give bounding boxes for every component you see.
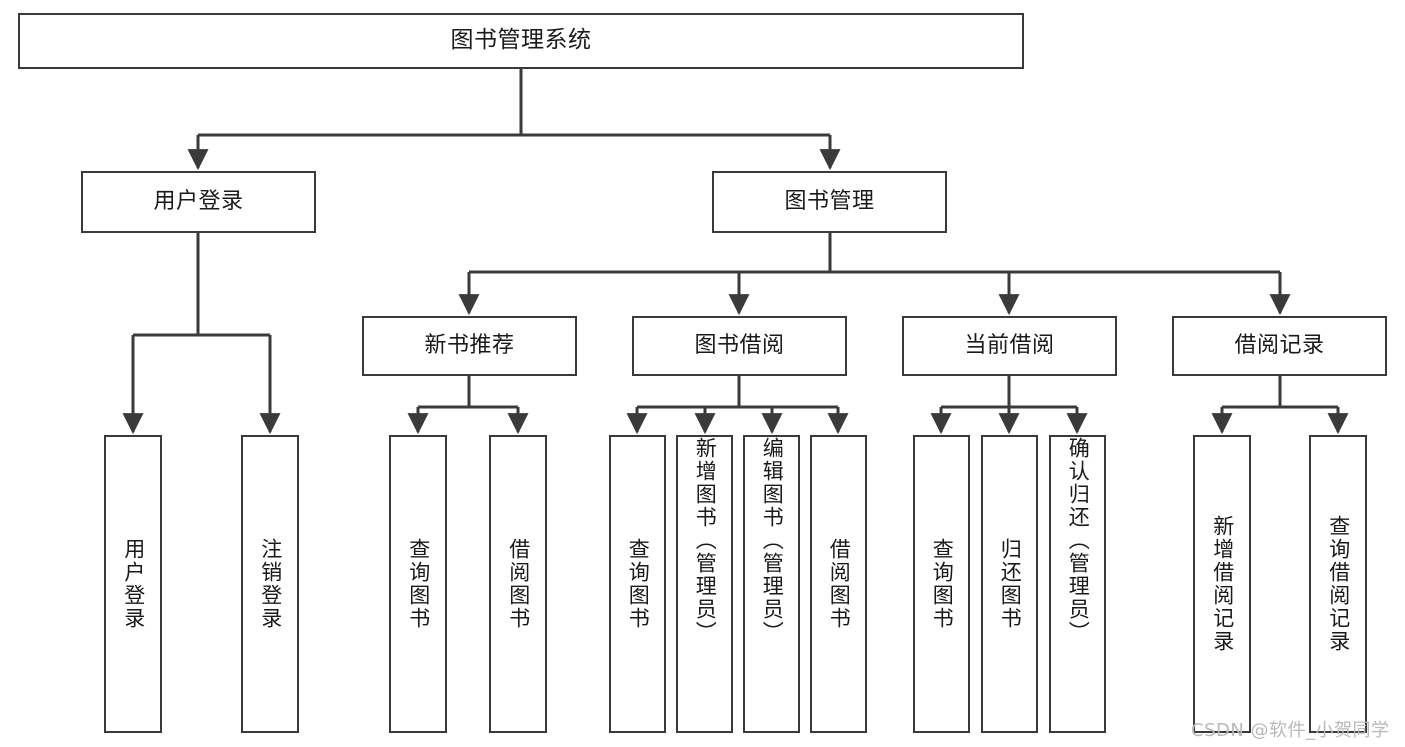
leaf-query-book-current[interactable]: 查询图书 [913,435,970,733]
leaf-user-login[interactable]: 用户登录 [104,435,162,733]
node-label: 查询借阅记录 [1326,515,1351,653]
node-book-management[interactable]: 图书管理 [712,171,947,233]
node-label: 用户登录 [153,189,244,215]
node-label: 查询图书 [930,538,955,630]
leaf-borrow-book[interactable]: 借阅图书 [810,435,867,733]
node-label: 用户登录 [121,538,146,630]
leaf-query-book-recommend[interactable]: 查询图书 [389,435,447,733]
leaf-add-book-admin[interactable]: 新增图书（管理员） [676,435,733,733]
node-label: 归还图书 [998,538,1023,630]
node-label: 新增借阅记录 [1210,515,1235,653]
node-label: 图书管理系统 [450,27,592,54]
leaf-return-book[interactable]: 归还图书 [981,435,1038,733]
node-label: 当前借阅 [964,333,1055,359]
node-label: 编辑图书（管理员） [760,437,785,644]
node-label: 借阅图书 [827,538,852,630]
node-label: 新增图书（管理员） [693,437,718,644]
leaf-query-borrow-record[interactable]: 查询借阅记录 [1309,435,1367,733]
leaf-borrow-book-recommend[interactable]: 借阅图书 [489,435,547,733]
node-book-borrow[interactable]: 图书借阅 [632,316,847,376]
node-borrow-record[interactable]: 借阅记录 [1172,316,1387,376]
node-root-system[interactable]: 图书管理系统 [18,13,1024,69]
node-label: 新书推荐 [424,333,515,359]
csdn-watermark: CSDN @软件_小贺同学 [1191,720,1390,741]
leaf-add-borrow-record[interactable]: 新增借阅记录 [1193,435,1251,733]
node-new-book-recommend[interactable]: 新书推荐 [362,316,577,376]
leaf-confirm-return-admin[interactable]: 确认归还（管理员） [1049,435,1106,733]
node-label: 查询图书 [406,538,431,630]
leaf-query-book-borrow[interactable]: 查询图书 [609,435,666,733]
node-label: 确认归还（管理员） [1066,437,1091,644]
leaf-logout[interactable]: 注销登录 [241,435,299,733]
node-label: 注销登录 [258,538,283,630]
node-label: 借阅图书 [506,538,531,630]
node-user-login[interactable]: 用户登录 [81,171,316,233]
node-label: 借阅记录 [1234,333,1325,359]
node-label: 图书管理 [784,189,875,215]
node-label: 查询图书 [626,538,651,630]
node-label: 图书借阅 [694,333,785,359]
leaf-edit-book-admin[interactable]: 编辑图书（管理员） [743,435,800,733]
node-current-borrow[interactable]: 当前借阅 [902,316,1117,376]
